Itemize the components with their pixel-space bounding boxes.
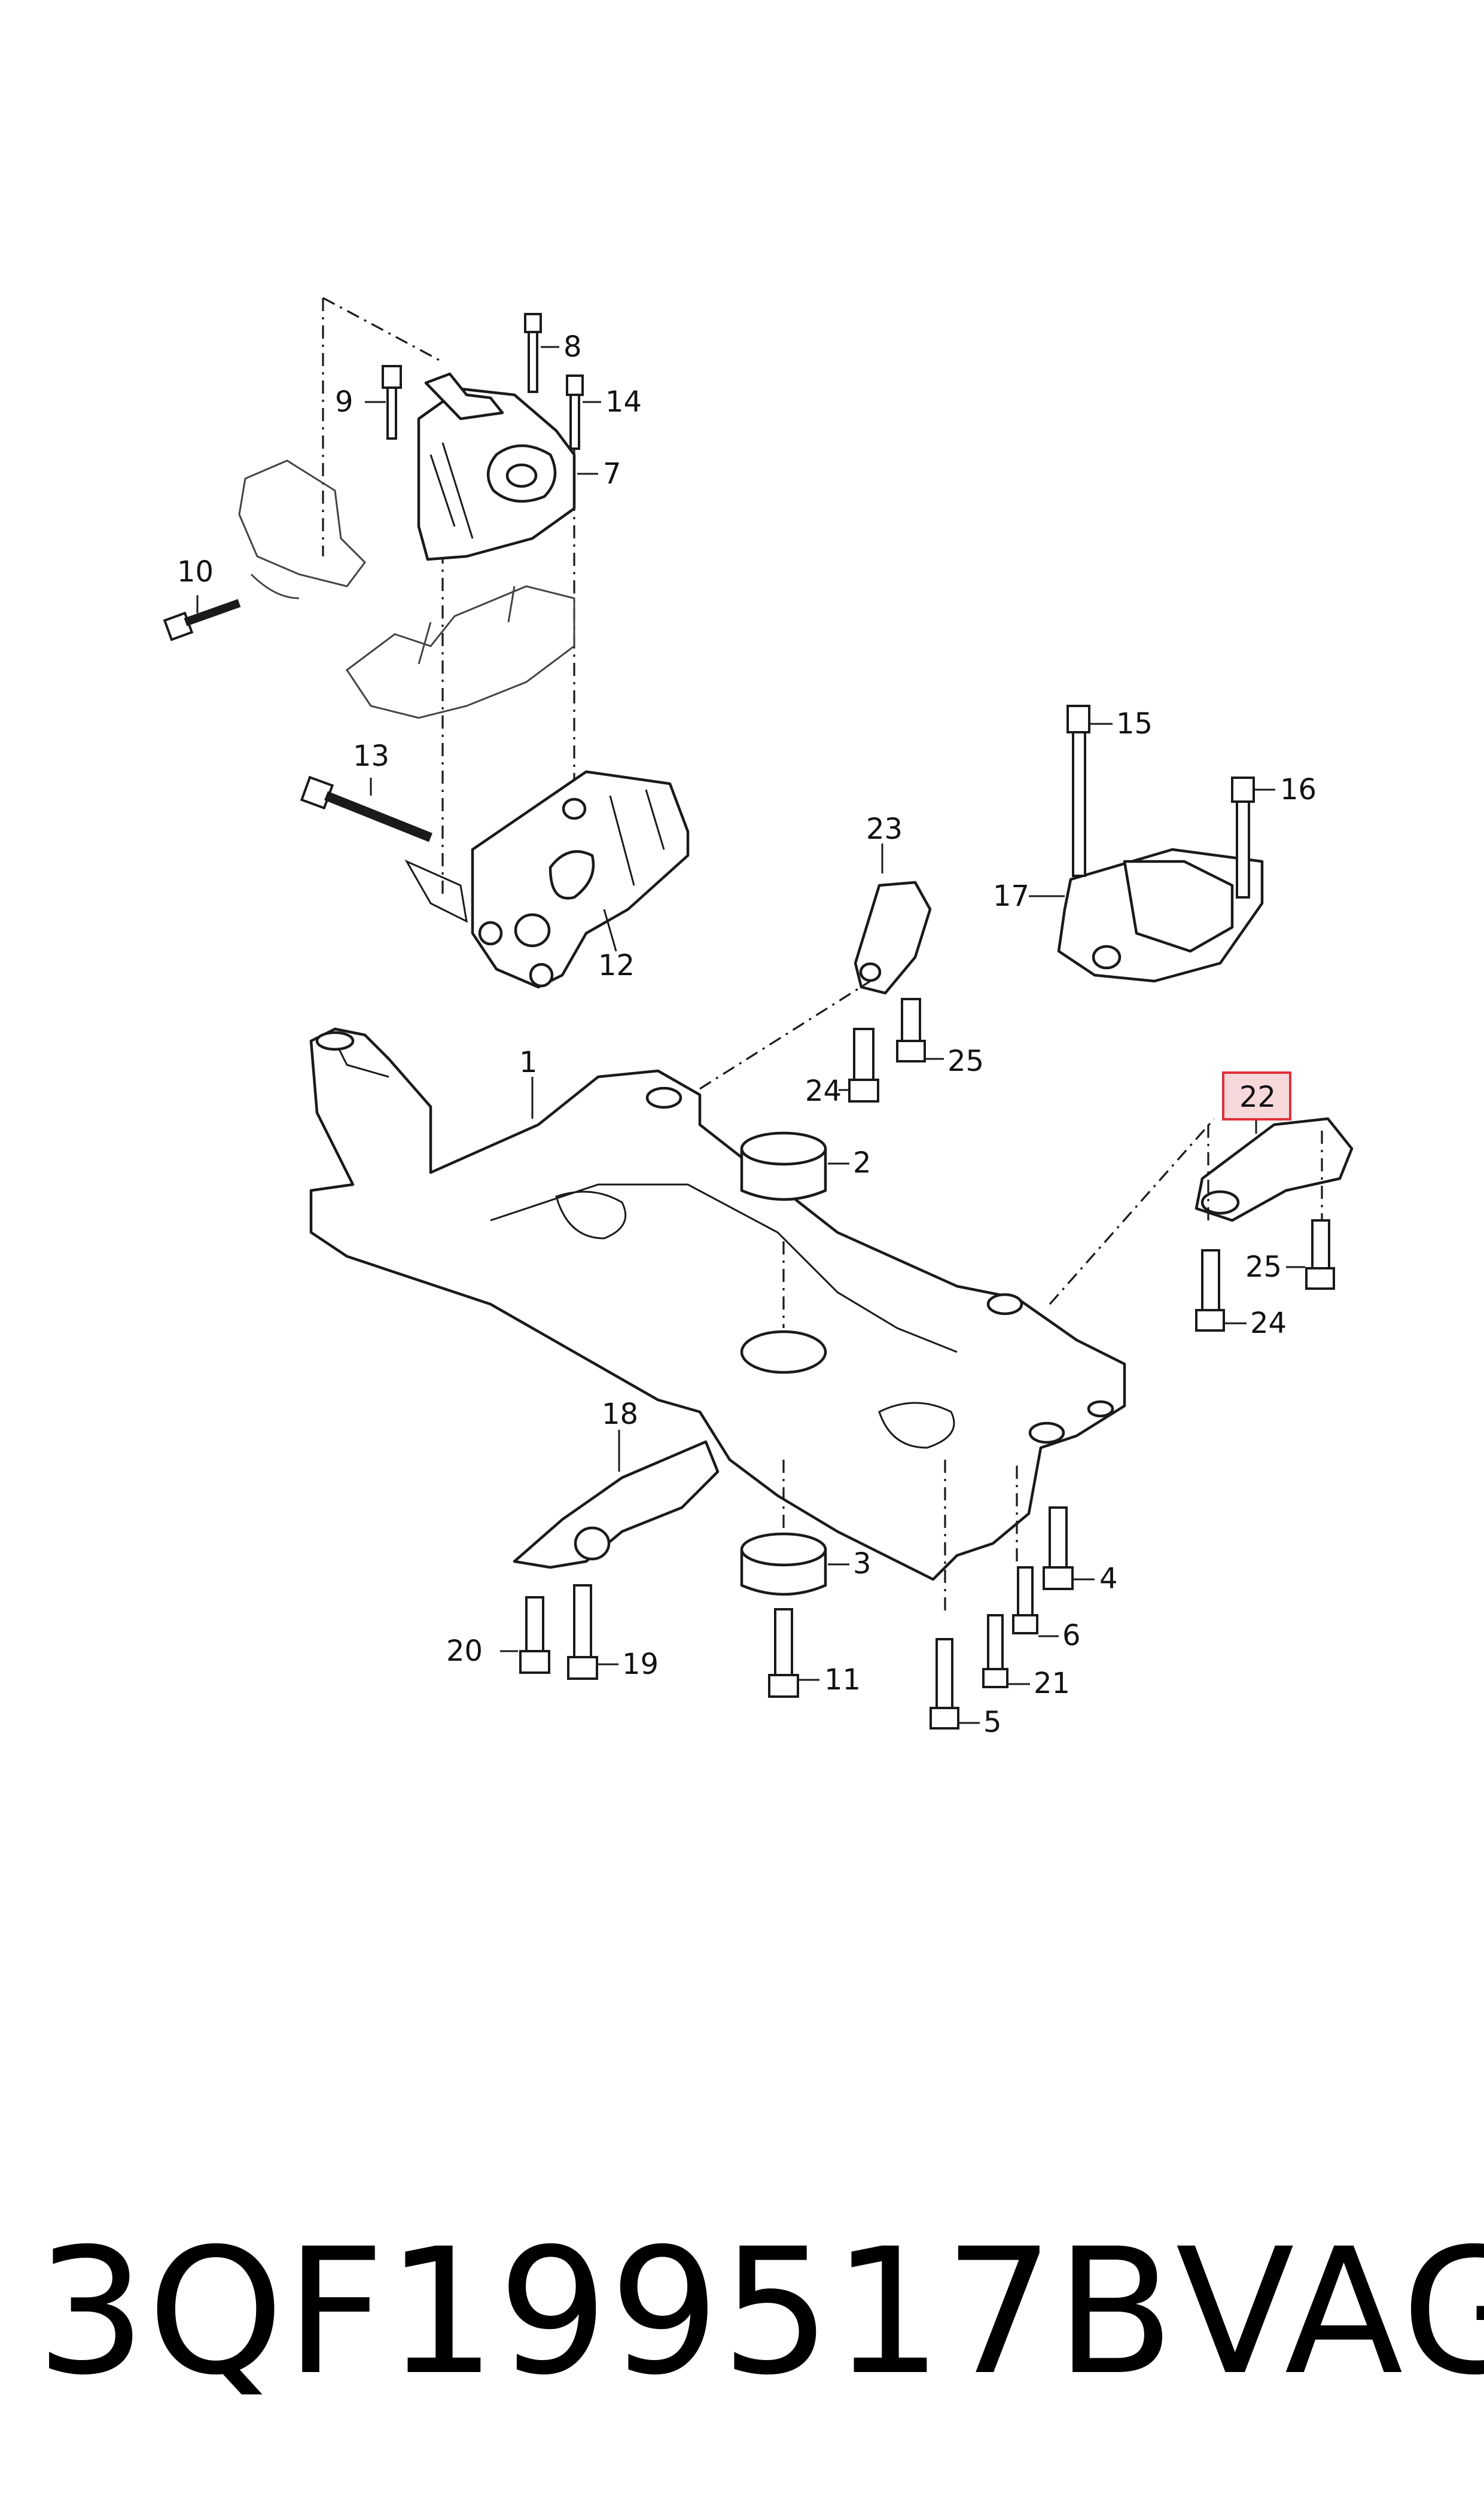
callout-12: 12: [598, 949, 635, 982]
callout-14: 14: [605, 385, 642, 419]
engine-mount-upper: [322, 297, 601, 897]
callout-21: 21: [1034, 1667, 1070, 1700]
gearbox-mount-17: [1029, 848, 1264, 983]
callout-7: 7: [603, 457, 621, 491]
callout-16: 16: [1280, 773, 1317, 806]
bolt-21: [982, 1614, 1030, 1688]
callout-5: 5: [983, 1706, 1002, 1739]
engine-ghost-outline: [238, 459, 575, 719]
engine-mount-12: [471, 770, 690, 989]
callout-1: 1: [519, 1046, 538, 1079]
brand-name: VAG: [1175, 2211, 1484, 2413]
callout-3: 3: [853, 1547, 871, 1581]
callout-24-lower: 24: [1250, 1307, 1287, 1340]
callout-22: 22: [1239, 1080, 1276, 1114]
callout-15: 15: [1116, 707, 1153, 741]
callout-6: 6: [1062, 1619, 1081, 1652]
bolt-5: [930, 1638, 980, 1730]
bolt-25-lower: [1286, 1219, 1335, 1290]
pendulum-support-18: [513, 1430, 720, 1569]
callout-25-lower: 25: [1245, 1250, 1282, 1284]
bolt-20: [500, 1596, 550, 1674]
bolt-4: [1043, 1506, 1095, 1590]
bolt-15: [1066, 705, 1113, 877]
callout-13: 13: [353, 739, 389, 773]
bolt-8: [524, 313, 542, 393]
bolt-24-upper: [848, 1028, 879, 1103]
callout-24-upper: 24: [805, 1074, 842, 1108]
bolt-14: [566, 374, 584, 450]
bolt-16: [1231, 777, 1275, 899]
callout-19: 19: [622, 1648, 659, 1681]
callout-4: 4: [1099, 1562, 1118, 1596]
caption-bar: 3QF199517B VAG: [36, 2211, 1484, 2413]
callout-25-upper: 25: [947, 1045, 984, 1078]
callout-8: 8: [563, 330, 582, 364]
bolt-13: [300, 775, 432, 842]
highlight-box-22: [1222, 1071, 1291, 1121]
subframe-1: [309, 1027, 1126, 1581]
callout-10: 10: [177, 555, 214, 589]
callout-9: 9: [335, 385, 354, 419]
bracket-22: [1194, 1113, 1354, 1222]
callout-17: 17: [993, 879, 1029, 913]
bracket-23: [699, 844, 932, 1090]
bolt-25-upper: [896, 998, 926, 1062]
bolt-19: [567, 1584, 618, 1680]
bushing-2: [740, 1131, 849, 1201]
callout-23: 23: [866, 812, 903, 846]
bolt-24-lower: [1195, 1249, 1247, 1332]
callout-18: 18: [602, 1397, 638, 1431]
callout-20: 20: [446, 1634, 483, 1668]
callout-11: 11: [824, 1663, 861, 1697]
bushing-3: [740, 1532, 849, 1596]
callout-2: 2: [853, 1146, 871, 1180]
bolt-9: [382, 365, 402, 440]
bolt-10: [163, 595, 241, 641]
bolt-11: [768, 1608, 819, 1698]
part-number: 3QF199517B: [36, 2211, 1176, 2413]
bolt-6: [1012, 1566, 1059, 1637]
